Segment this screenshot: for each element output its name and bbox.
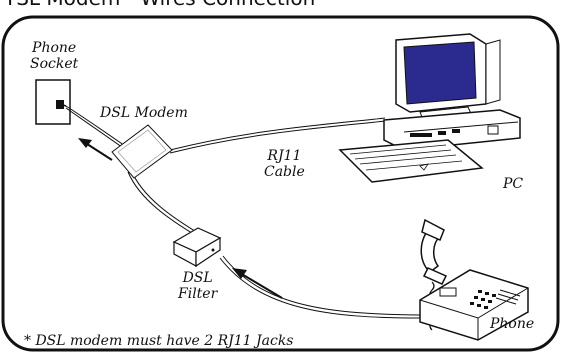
cable-socket-to-modem-2 — [65, 107, 127, 151]
cable-socket-to-modem — [65, 105, 129, 149]
cable-filter-to-phone-2 — [222, 255, 421, 316]
dsl-filter-label: DSL Filter — [178, 270, 217, 302]
dsl-filter-label-line2: Filter — [178, 286, 218, 302]
dsl-filter-icon — [172, 227, 222, 268]
rj11-cable-label-line1: RJ11 — [267, 148, 302, 164]
diagram-title: TSL Modem - Wires Connection — [4, 0, 315, 10]
cable-modem-to-filter — [127, 171, 201, 239]
rj11-cable-label: RJ11 Cable — [264, 148, 305, 180]
dsl-modem-label: DSL Modem — [100, 105, 188, 121]
cable-filter-to-phone — [219, 257, 421, 319]
dsl-filter-label-line1: DSL — [182, 270, 213, 286]
diagram-frame — [1, 15, 560, 352]
cable-modem-to-filter-2 — [130, 169, 204, 237]
dsl-modem-icon — [111, 124, 173, 179]
phone-socket-label-line1: Phone — [32, 40, 77, 56]
phone-socket-icon — [35, 79, 71, 125]
pc-icon — [338, 33, 521, 183]
cable-modem-to-pc — [169, 117, 386, 151]
footnote: * DSL modem must have 2 RJ11 Jacks — [24, 333, 294, 349]
phone-socket-label: Phone Socket — [30, 40, 78, 72]
arrow-modem-to-socket — [78, 138, 113, 161]
pc-label: PC — [503, 176, 524, 192]
phone-label: Phone — [490, 316, 535, 332]
rj11-cable-label-line2: Cable — [264, 164, 305, 180]
cable-modem-to-pc-2 — [169, 120, 386, 154]
telephone-icon — [419, 218, 529, 341]
arrow-phone-to-filter — [232, 268, 283, 299]
phone-socket-label-line2: Socket — [30, 56, 79, 72]
